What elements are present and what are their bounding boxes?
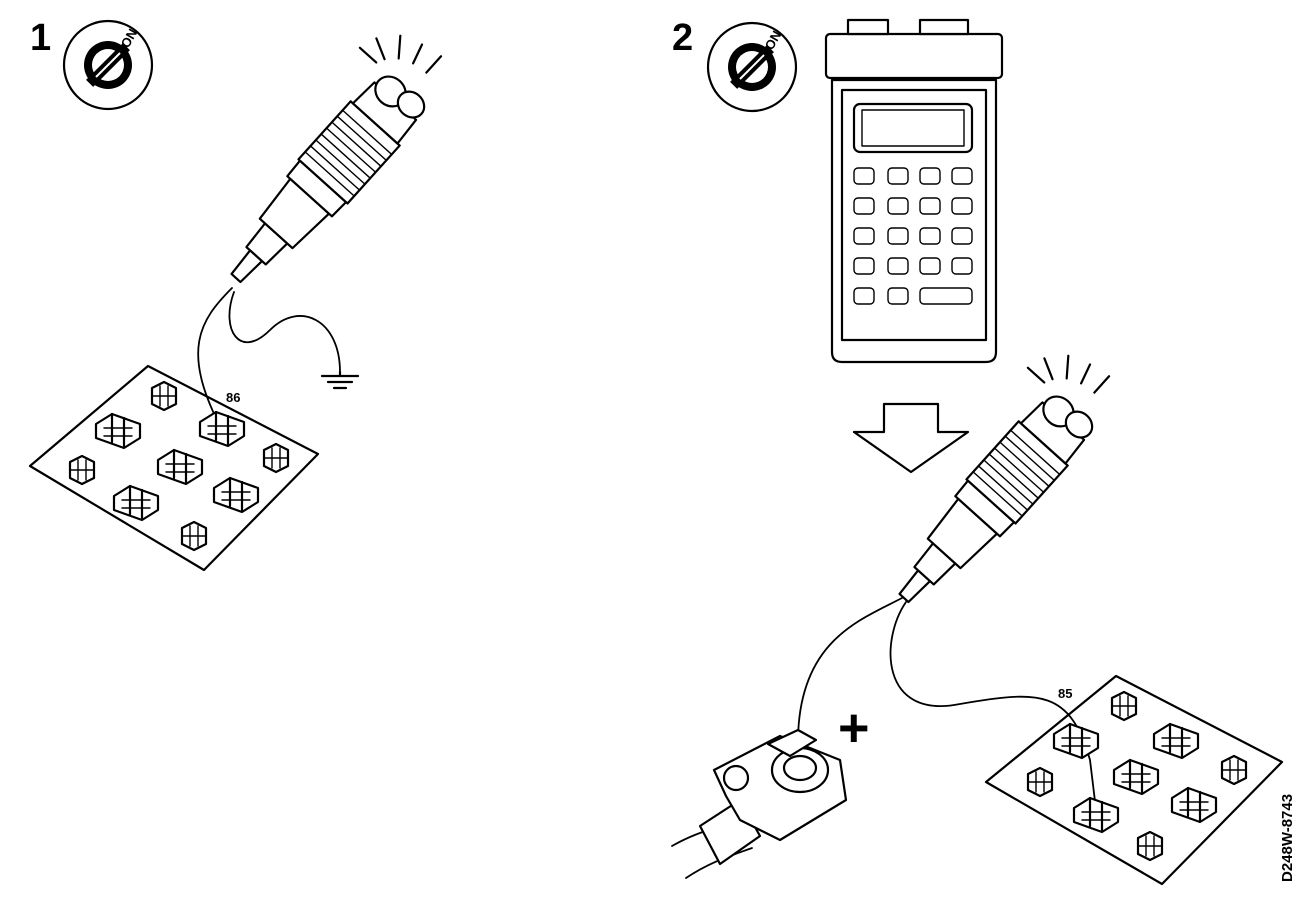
relay-pin-85-label: 85 — [1058, 686, 1072, 701]
probe-wire-to-battery — [797, 597, 903, 739]
down-arrow-icon — [852, 402, 970, 474]
hand-held-scan-tool-icon — [824, 18, 1004, 364]
positive-terminal-symbol: + — [838, 698, 870, 758]
probe-wire-to-pin85 — [889, 601, 1099, 827]
battery-positive-terminal-icon — [671, 728, 848, 879]
ground-symbol-icon — [320, 370, 360, 390]
step-2-label: 2 — [672, 17, 693, 59]
relay-pin-86-label: 86 — [226, 390, 240, 405]
test-light-probe-icon — [188, 10, 464, 302]
test-light-probe-icon — [856, 330, 1132, 622]
probe-wire-to-pin86 — [197, 287, 233, 431]
relay-socket-block-icon — [984, 674, 1284, 886]
ground-wire — [228, 291, 341, 373]
step-1-label: 1 — [30, 17, 51, 59]
drawing-code: D248W-8743 — [1279, 794, 1296, 882]
relay-socket-block-icon — [28, 364, 320, 572]
